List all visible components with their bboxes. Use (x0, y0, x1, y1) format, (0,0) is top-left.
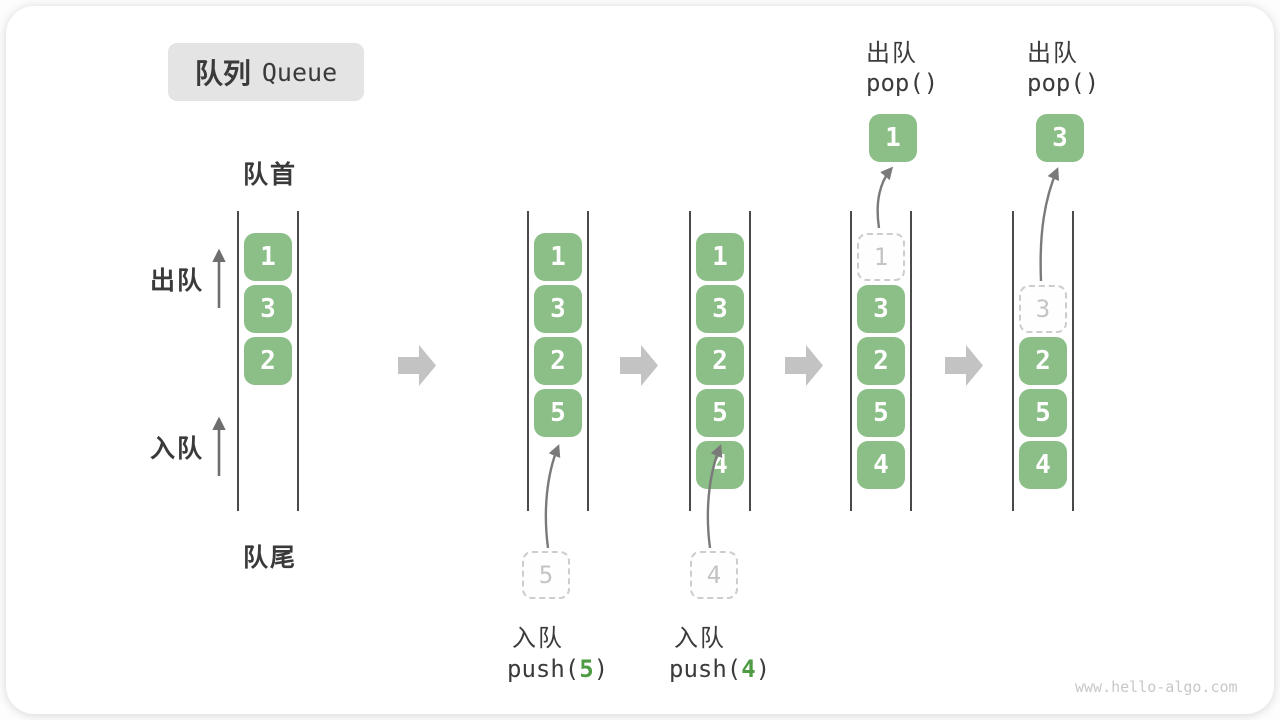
queue4-left-wall (850, 211, 852, 511)
queue3-cell: 4 (696, 441, 744, 489)
queue4-cell: 2 (857, 337, 905, 385)
push5-fn: push( (507, 655, 580, 683)
title-badge: 队列 Queue (168, 43, 364, 101)
queue3-cell: 2 (696, 337, 744, 385)
diagram-card (6, 6, 1274, 714)
queue1-cell: 2 (244, 337, 292, 385)
pop2-code: pop() (1027, 69, 1100, 97)
queue1-cell: 1 (244, 233, 292, 281)
title-en: Queue (261, 57, 338, 87)
queue4-removed-ghost: 1 (857, 233, 905, 281)
queue4-cell: 5 (857, 389, 905, 437)
title-zh: 队列 (194, 58, 251, 89)
queue2-cell: 5 (534, 389, 582, 437)
queue2-cell: 3 (534, 285, 582, 333)
queue3-cell: 5 (696, 389, 744, 437)
queue4-cell: 4 (857, 441, 905, 489)
queue2-cell: 1 (534, 233, 582, 281)
queue5-right-wall (1072, 211, 1074, 511)
queue2-cell: 2 (534, 337, 582, 385)
push5-label: 入队 (512, 625, 564, 652)
push4-fn: push( (669, 655, 742, 683)
label-queue-front: 队首 (243, 161, 298, 189)
queue5-popped-cell: 3 (1036, 114, 1084, 162)
label-enqueue-side: 入队 (150, 435, 205, 463)
push5-code: push(5) (507, 655, 608, 683)
queue3-right-wall (749, 211, 751, 511)
pop1-code: pop() (866, 69, 939, 97)
push5-arg: 5 (579, 655, 594, 683)
queue5-cell: 4 (1019, 441, 1067, 489)
queue4-popped-cell: 1 (869, 114, 917, 162)
pop1-label: 出队 (866, 40, 918, 67)
queue2-left-wall (527, 211, 529, 511)
queue5-left-wall (1012, 211, 1014, 511)
queue1-right-wall (297, 211, 299, 511)
queue4-right-wall (910, 211, 912, 511)
watermark: www.hello-algo.com (1075, 678, 1238, 696)
label-dequeue-side: 出队 (150, 267, 205, 295)
push5-close: ) (593, 655, 609, 683)
push4-arg: 4 (741, 655, 756, 683)
queue2-right-wall (587, 211, 589, 511)
push4-close: ) (755, 655, 771, 683)
queue5-cell: 2 (1019, 337, 1067, 385)
queue5-removed-ghost: 3 (1019, 285, 1067, 333)
push4-label: 入队 (674, 625, 726, 652)
queue1-left-wall (237, 211, 239, 511)
pop2-label: 出队 (1027, 40, 1079, 67)
queue3-left-wall (689, 211, 691, 511)
queue1-cell: 3 (244, 285, 292, 333)
queue4-cell: 3 (857, 285, 905, 333)
queue3-cell: 3 (696, 285, 744, 333)
queue3-cell: 1 (696, 233, 744, 281)
push4-code: push(4) (669, 655, 770, 683)
queue2-incoming-ghost: 5 (522, 551, 570, 599)
queue5-cell: 5 (1019, 389, 1067, 437)
queue3-incoming-ghost: 4 (690, 551, 738, 599)
label-queue-rear: 队尾 (243, 544, 298, 572)
